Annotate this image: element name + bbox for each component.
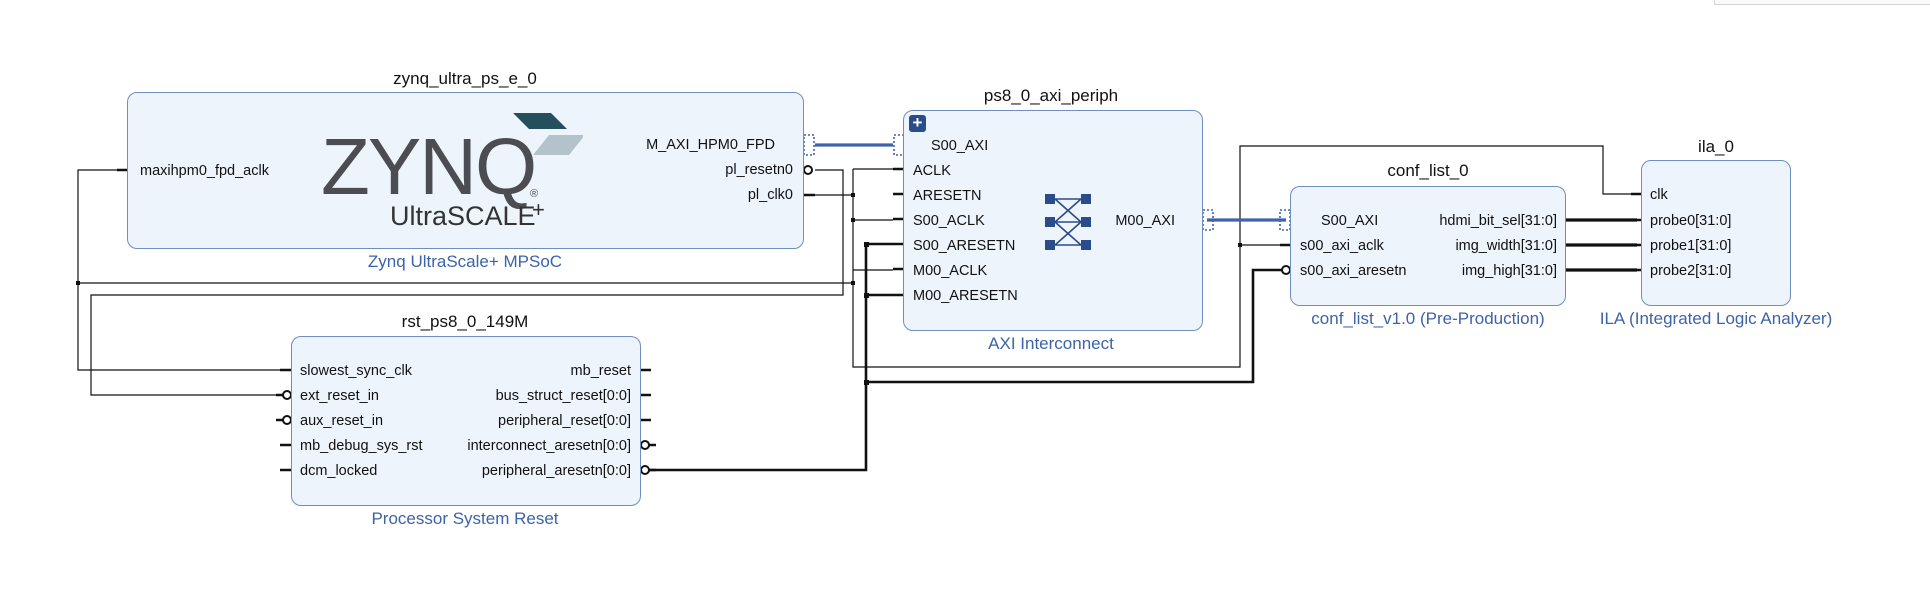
pin-ext-reset-in: ext_reset_in xyxy=(300,388,379,404)
rst-block-title: rst_ps8_0_149M xyxy=(401,312,529,331)
pin-m00-aresetn: M00_ARESETN xyxy=(913,288,1018,304)
pin-m00-aclk: M00_ACLK xyxy=(913,263,988,279)
reset-bubble xyxy=(1281,265,1291,275)
zynq-ps-block[interactable]: ZYNQ ® UltraSCALE + maxihpm0_fpd_aclk M_… xyxy=(127,92,804,249)
zynq-logo-word: ZYNQ xyxy=(321,122,537,211)
crossbar-icon xyxy=(1045,194,1091,250)
pin-s00-aresetn: S00_ARESETN xyxy=(913,238,1016,254)
junction-dot xyxy=(851,193,855,197)
conf-block-subtitle: conf_list_v1.0 (Pre-Production) xyxy=(1311,309,1545,328)
pin-probe0: probe0[31:0] xyxy=(1650,213,1732,229)
pin-s00-aclk: S00_ACLK xyxy=(913,213,985,229)
pin-img-high: img_high[31:0] xyxy=(1461,263,1557,279)
net-maxihpm0-clk xyxy=(77,169,286,371)
pin-hdmi-bit-sel: hdmi_bit_sel[31:0] xyxy=(1439,213,1557,229)
pin-mb-reset: mb_reset xyxy=(570,363,631,379)
reset-bubble xyxy=(640,465,650,475)
junction-dot xyxy=(864,380,869,385)
bus-connector-icon xyxy=(803,134,815,156)
reset-bubble xyxy=(282,415,292,425)
junction-dot xyxy=(851,218,855,222)
zynq-logo-ultrascale: UltraSCALE xyxy=(390,201,536,231)
pin-m-axi-hpm0-fpd: M_AXI_HPM0_FPD xyxy=(646,137,775,153)
ila-block-subtitle: ILA (Integrated Logic Analyzer) xyxy=(1599,309,1833,328)
net-clk-to-ila xyxy=(1239,145,1637,245)
net-aresetn-conf xyxy=(866,268,1286,384)
axi-block-title: ps8_0_axi_periph xyxy=(983,86,1119,105)
pin-aclk: ACLK xyxy=(913,163,951,179)
processor-system-reset-block[interactable]: slowest_sync_clk ext_reset_in aux_reset_… xyxy=(291,336,641,506)
net-peripheral-aresetn xyxy=(648,242,893,472)
pin-peripheral-aresetn: peripheral_aresetn[0:0] xyxy=(481,463,631,479)
zynq-block-subtitle: Zynq UltraScale+ MPSoC xyxy=(367,252,563,271)
pin-s00-axi: S00_AXI xyxy=(931,138,989,154)
axi-interconnect-block[interactable]: + S00_AXI ACLK ARESETN S00_ACLK S00_ARES… xyxy=(903,110,1203,331)
reset-bubble xyxy=(640,440,650,450)
pin-ila-clk: clk xyxy=(1650,187,1668,203)
junction-dot xyxy=(864,242,869,247)
pin-aresetn: ARESETN xyxy=(913,188,982,204)
pin-mb-debug-sys-rst: mb_debug_sys_rst xyxy=(300,438,423,454)
junction-dot xyxy=(864,293,869,298)
pin-s00-axi-aclk: s00_axi_aclk xyxy=(1300,238,1384,254)
pin-s00-axi-aresetn: s00_axi_aresetn xyxy=(1300,263,1407,279)
registered-mark: ® xyxy=(530,188,539,200)
junction-dot xyxy=(1238,243,1242,247)
pin-probe1: probe1[31:0] xyxy=(1650,238,1732,254)
rst-block-subtitle: Processor System Reset xyxy=(371,509,559,528)
zynq-block-title: zynq_ultra_ps_e_0 xyxy=(393,69,537,88)
bus-connector-icon xyxy=(1202,209,1214,231)
ila-block-title: ila_0 xyxy=(1698,137,1734,156)
pin-probe2: probe2[31:0] xyxy=(1650,263,1732,279)
pin-bus-struct-reset: bus_struct_reset[0:0] xyxy=(495,388,631,404)
reset-bubble xyxy=(803,165,813,175)
conf-list-block[interactable]: S00_AXI s00_axi_aclk s00_axi_aresetn hdm… xyxy=(1290,186,1566,306)
pin-dcm-locked: dcm_locked xyxy=(300,463,378,479)
zynq-logo-plus: + xyxy=(532,197,545,222)
pin-m00-axi: M00_AXI xyxy=(1115,213,1175,229)
pin-maxihpm0-fpd-aclk: maxihpm0_fpd_aclk xyxy=(140,163,269,179)
pin-aux-reset-in: aux_reset_in xyxy=(300,413,384,429)
pin-pl-resetn0: pl_resetn0 xyxy=(725,162,793,178)
reset-bubble xyxy=(282,390,292,400)
pin-peripheral-reset: peripheral_reset[0:0] xyxy=(498,413,631,429)
net-pl-clk0 xyxy=(815,194,1286,368)
window-corner-edge xyxy=(1714,0,1930,5)
zynq-chevron-icon xyxy=(513,113,583,155)
pin-slowest-sync-clk: slowest_sync_clk xyxy=(300,363,413,379)
pin-pl-clk0: pl_clk0 xyxy=(747,187,793,203)
pin-conf-s00-axi: S00_AXI xyxy=(1321,213,1379,229)
expand-button[interactable]: + xyxy=(909,114,926,132)
pin-interconnect-aresetn: interconnect_aresetn[0:0] xyxy=(467,438,631,454)
junction-dot xyxy=(76,281,80,285)
axi-block-subtitle: AXI Interconnect xyxy=(988,334,1114,353)
junction-dot xyxy=(851,281,855,285)
pin-img-width: img_width[31:0] xyxy=(1455,238,1557,254)
conf-block-title: conf_list_0 xyxy=(1387,161,1469,180)
net-pl-resetn0 xyxy=(90,169,844,396)
ila-block[interactable]: clk probe0[31:0] probe1[31:0] probe2[31:… xyxy=(1641,160,1791,306)
